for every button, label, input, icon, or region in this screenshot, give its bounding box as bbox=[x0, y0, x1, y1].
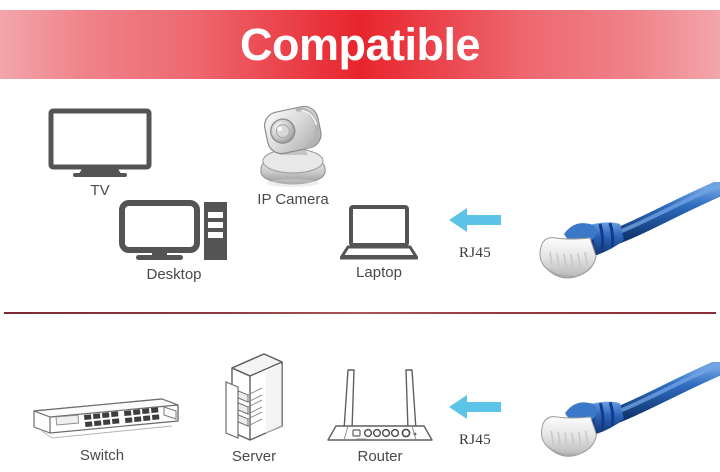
device-server: Server bbox=[218, 346, 290, 465]
rj45-callout-bottom: RJ45 bbox=[447, 392, 503, 449]
rj45-callout-top: RJ45 bbox=[447, 205, 503, 262]
device-desktop: Desktop bbox=[119, 200, 229, 283]
device-laptop: Laptop bbox=[339, 205, 419, 281]
device-label-server: Server bbox=[231, 448, 277, 465]
page-title: Compatible bbox=[239, 19, 481, 70]
rj45-label-top: RJ45 bbox=[458, 245, 492, 261]
server-rack-icon bbox=[218, 346, 290, 444]
device-label-router: Router bbox=[357, 448, 403, 465]
device-switch: Switch bbox=[22, 381, 182, 464]
ethernet-cable-icon-bottom bbox=[524, 360, 720, 472]
desktop-computer-icon bbox=[119, 200, 229, 262]
laptop-icon bbox=[339, 205, 419, 260]
ip-camera-icon bbox=[250, 99, 336, 187]
device-label-desktop: Desktop bbox=[146, 266, 202, 283]
device-label-laptop: Laptop bbox=[356, 264, 402, 281]
ethernet-cable-icon-top bbox=[524, 180, 720, 299]
device-router: Router bbox=[322, 362, 438, 465]
device-label-switch: Switch bbox=[79, 447, 125, 464]
network-switch-icon bbox=[22, 381, 182, 443]
arrow-left-icon bbox=[447, 205, 503, 235]
tv-icon bbox=[48, 108, 152, 178]
device-tv: TV bbox=[48, 108, 152, 199]
arrow-left-icon bbox=[447, 392, 503, 422]
rj45-label-bottom: RJ45 bbox=[458, 432, 492, 448]
device-label-ip-camera: IP Camera bbox=[257, 191, 329, 208]
device-label-tv: TV bbox=[90, 182, 110, 199]
device-ip-camera: IP Camera bbox=[250, 99, 336, 208]
section-divider bbox=[4, 312, 716, 314]
wireless-router-icon bbox=[322, 362, 438, 444]
header-banner: Compatible bbox=[0, 10, 720, 79]
